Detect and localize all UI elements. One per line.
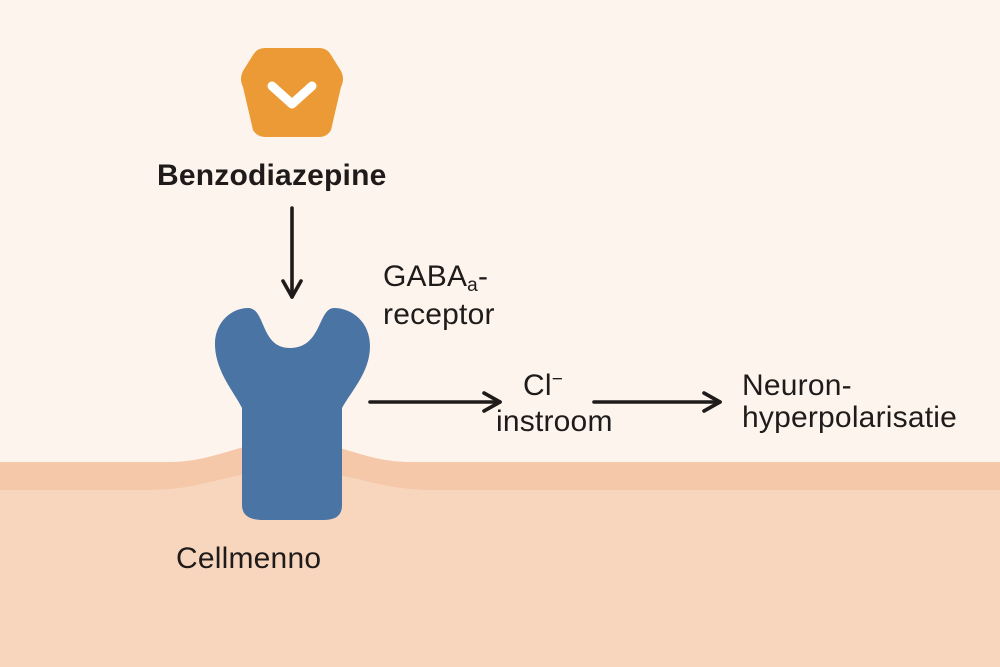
chloride-symbol: Cl	[523, 369, 552, 402]
membrane-label: Cellmenno	[176, 542, 322, 575]
hyperpolarisation-label: Neuron-hyperpolarisatie	[742, 370, 957, 434]
receptor-label: GABAa- receptor	[383, 260, 495, 332]
hexagon-chevron-down-icon	[241, 48, 343, 137]
neuron-word: Neuron-	[742, 369, 852, 402]
receptor-name: GABA	[383, 260, 468, 293]
gaba-receptor-shape	[214, 308, 370, 520]
chloride-influx-label: Cl− instroom	[496, 369, 613, 438]
hyperpolarisation-word: hyperpolarisatie	[742, 401, 957, 434]
membrane-band	[0, 440, 1000, 490]
receptor-word: receptor	[383, 298, 495, 331]
receptor-hyphen: -	[477, 260, 489, 293]
chloride-charge: −	[551, 369, 564, 390]
drug-label: Benzodiazepine	[157, 159, 387, 192]
receptor-subscript: a	[467, 275, 478, 296]
membrane-lower-layer	[0, 470, 1000, 667]
influx-word: instroom	[496, 405, 613, 438]
